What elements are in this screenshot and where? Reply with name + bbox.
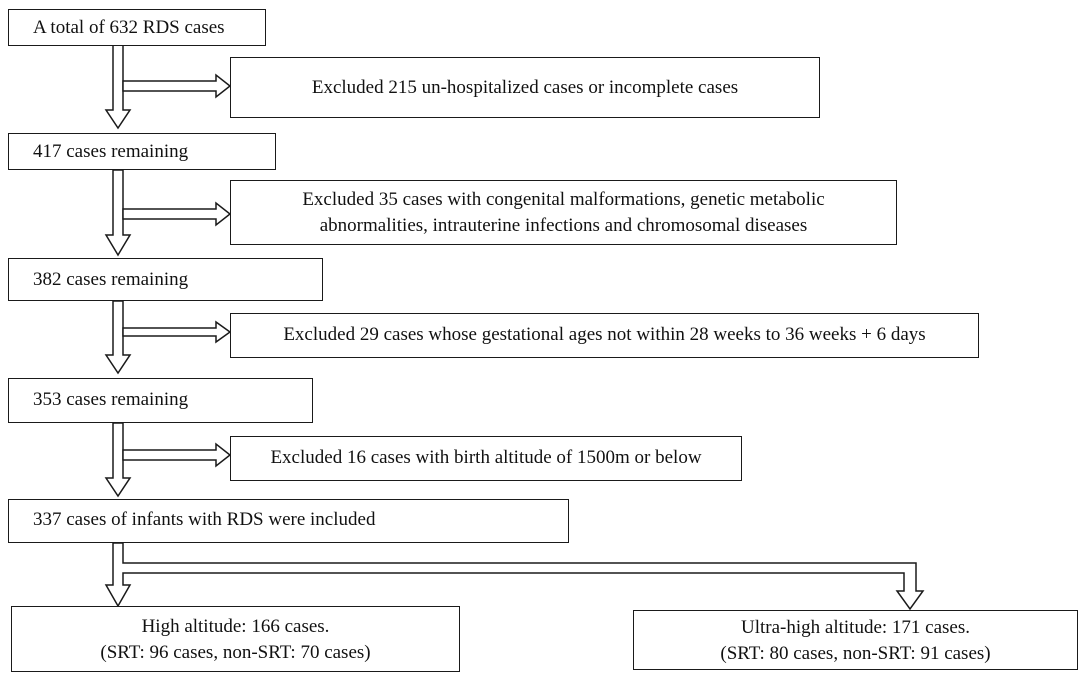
- group-box-ultra-high-altitude: Ultra-high altitude: 171 cases. (SRT: 80…: [633, 610, 1078, 670]
- exclusion-box-3: Excluded 29 cases whose gestational ages…: [230, 313, 979, 358]
- group-ultra-line-2: (SRT: 80 cases, non-SRT: 91 cases): [720, 643, 991, 664]
- step-text-382: 382 cases remaining: [33, 269, 189, 290]
- down-arrow-4: [104, 422, 132, 498]
- group-high-line-2: (SRT: 96 cases, non-SRT: 70 cases): [100, 642, 371, 663]
- down-arrow-3: [104, 300, 132, 375]
- exclusion-text-2-line-2: abnormalities, intrauterine infections a…: [319, 215, 808, 236]
- down-arrow-2: [104, 169, 132, 257]
- exclusion-box-2: Excluded 35 cases with congenital malfor…: [230, 180, 897, 245]
- exclusion-text-1-line-1: Excluded 215 un-hospitalized cases or in…: [311, 77, 739, 98]
- exclusion-box-4: Excluded 16 cases with birth altitude of…: [230, 436, 742, 481]
- step-text-included: 337 cases of infants with RDS were inclu…: [33, 509, 376, 530]
- exclusion-text-4-line-1: Excluded 16 cases with birth altitude of…: [270, 447, 702, 468]
- group-ultra-line-1: Ultra-high altitude: 171 cases.: [741, 617, 970, 638]
- group-box-high-altitude: High altitude: 166 cases. (SRT: 96 cases…: [11, 606, 460, 672]
- right-arrow-1: [122, 73, 232, 99]
- exclusion-text-2-line-1: Excluded 35 cases with congenital malfor…: [302, 189, 825, 210]
- step-text-417: 417 cases remaining: [33, 141, 189, 162]
- right-arrow-2: [122, 201, 232, 227]
- step-box-382: 382 cases remaining: [8, 258, 323, 301]
- step-box-included: 337 cases of infants with RDS were inclu…: [8, 499, 569, 543]
- step-text-total: A total of 632 RDS cases: [33, 17, 225, 38]
- group-high-line-1: High altitude: 166 cases.: [141, 616, 330, 637]
- split-arrow: [104, 542, 925, 611]
- step-box-total: A total of 632 RDS cases: [8, 9, 266, 46]
- step-text-353: 353 cases remaining: [33, 389, 189, 410]
- exclusion-text-3-line-1: Excluded 29 cases whose gestational ages…: [283, 324, 926, 345]
- down-arrow-1: [104, 44, 132, 130]
- right-arrow-4: [122, 442, 232, 468]
- exclusion-box-1: Excluded 215 un-hospitalized cases or in…: [230, 57, 820, 118]
- step-box-417: 417 cases remaining: [8, 133, 276, 170]
- step-box-353: 353 cases remaining: [8, 378, 313, 423]
- right-arrow-3: [122, 320, 232, 344]
